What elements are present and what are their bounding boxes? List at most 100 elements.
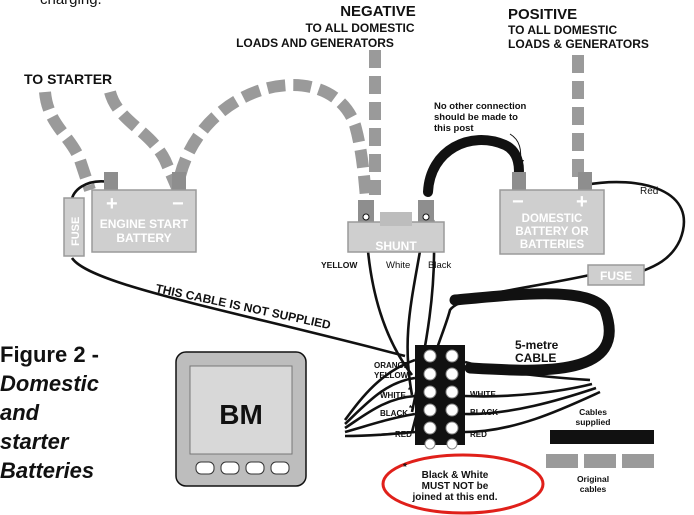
cable-length-line-1: 5-metre <box>515 338 559 352</box>
terminal-left-white: WHITE <box>380 391 406 400</box>
starter-cable-2 <box>104 90 184 193</box>
original-cables-label-1: Original <box>577 474 609 484</box>
shunt-black-label: Black <box>428 260 451 271</box>
original-cable-swatch-3 <box>622 454 654 468</box>
monitor-buttons <box>195 461 290 475</box>
shunt-left-post <box>358 200 374 222</box>
engine-battery-label-2: BATTERY <box>116 231 171 245</box>
warning-line-1: Black & White <box>422 470 489 481</box>
note-pointer-head <box>516 160 524 168</box>
domestic-fuse-label: FUSE <box>600 269 632 283</box>
engine-fuse-label: FUSE <box>70 217 82 246</box>
terminal-right-red: RED <box>470 430 487 439</box>
terminal-right-black: BLACK <box>470 408 498 417</box>
figure-line-3: and <box>0 400 40 425</box>
domestic-fuse-body <box>587 264 645 286</box>
figure-line-5: Batteries <box>0 458 94 483</box>
original-cables-label-2: cables <box>580 484 607 494</box>
domestic-battery: − + DOMESTIC BATTERY OR BATTERIES <box>499 172 605 255</box>
left-white-wire <box>344 394 416 430</box>
domestic-minus-sign: − <box>512 191 524 213</box>
domestic-battery-label-3: BATTERIES <box>520 239 585 251</box>
engine-battery-body <box>91 189 197 253</box>
domestic-fuse: FUSE <box>587 264 645 286</box>
left-orange-wire <box>343 358 416 421</box>
monitor-button-2 <box>220 461 240 475</box>
monitor-brand-label: BM <box>219 399 263 430</box>
negative-title: NEGATIVE <box>340 3 416 20</box>
battery-monitor: BM <box>175 351 307 487</box>
engine-minus-post <box>172 172 186 190</box>
monitor-button-3 <box>245 461 265 475</box>
engine-feed-wire <box>70 257 406 358</box>
left-red-wire <box>344 430 416 438</box>
figure-line-2: Domestic <box>0 371 99 396</box>
shunt-center-plate <box>380 212 412 226</box>
right-red-wire <box>464 390 601 434</box>
engine-plus-sign: + <box>106 193 118 215</box>
shunt-white-label: White <box>386 260 410 271</box>
monitor-button-1 <box>195 461 215 475</box>
domestic-plus-post <box>578 172 592 190</box>
engine-start-battery: + − ENGINE START BATTERY <box>91 172 197 253</box>
right-black-wire <box>464 386 597 416</box>
figure-line-4: starter <box>0 429 70 454</box>
negative-line-1: TO ALL DOMESTIC <box>305 21 414 35</box>
left-yellow-wire <box>344 376 416 425</box>
domestic-negative-link <box>423 135 524 197</box>
domestic-plus-sign: + <box>576 191 588 213</box>
engine-fuse-body <box>63 197 85 257</box>
shunt-right-post <box>418 200 434 222</box>
engine-to-shunt-arc <box>174 79 372 199</box>
shunt-left-bolt <box>362 213 370 221</box>
domestic-battery-label-2: BATTERY OR <box>515 226 589 238</box>
warning-line-2: MUST NOT be <box>422 481 489 492</box>
note-line-3: this post <box>434 123 474 134</box>
terminal-left-white-asterisk: * <box>408 386 412 395</box>
shunt-yellow-label: YELLOW <box>321 260 358 270</box>
shunt-label: SHUNT <box>375 239 417 253</box>
domestic-minus-post <box>512 172 526 190</box>
note-line-1: No other connection <box>434 101 527 112</box>
cable-not-supplied-label: THIS CABLE IS NOT SUPPLIED <box>154 281 332 332</box>
warning-callout: * Black & White MUST NOT be joined at th… <box>381 453 545 515</box>
terminal-right-white: WHITE <box>470 390 496 399</box>
engine-minus-sign: − <box>172 193 184 215</box>
positive-line-2: LOADS & GENERATORS <box>508 37 649 51</box>
original-cable-swatch-2 <box>584 454 616 468</box>
monitor-button-4 <box>270 461 290 475</box>
engine-plus-post <box>104 172 118 190</box>
cables-supplied-label-1: Cables <box>579 407 607 417</box>
top-fragment-text: charging. <box>40 0 102 8</box>
terminal-left-yellow: YELLOW <box>374 371 409 380</box>
terminal-left-black-asterisk: * <box>409 404 413 413</box>
shunt-right-bolt <box>422 213 430 221</box>
right-yellow-wire <box>464 360 591 382</box>
figure-line-1: Figure 2 - <box>0 342 99 367</box>
red-wire-label: Red <box>640 186 658 197</box>
note-line-2: should be made to <box>434 112 518 123</box>
engine-battery-label-1: ENGINE START <box>100 217 189 231</box>
terminal-screws <box>423 349 459 450</box>
figure-caption: Figure 2 - Domestic and starter Batterie… <box>0 342 99 483</box>
negative-line-2: LOADS AND GENERATORS <box>236 36 394 50</box>
starter-cable-1 <box>39 91 96 192</box>
positive-title: POSITIVE <box>508 6 577 23</box>
terminal-right-yellow: YELLOW <box>470 365 505 374</box>
terminal-left-red: RED <box>395 430 412 439</box>
warning-line-3: joined at this end. <box>411 492 497 503</box>
five-metre-cable <box>449 288 615 376</box>
positive-line-1: TO ALL DOMESTIC <box>508 23 617 37</box>
warning-ring <box>381 453 545 515</box>
monitor-screen <box>189 365 293 455</box>
right-white-wire <box>464 382 593 398</box>
cables-supplied-label-2: supplied <box>576 417 611 427</box>
cable-length-line-2: CABLE <box>515 351 556 365</box>
cable-legend: Cables supplied Original cables <box>546 407 654 494</box>
domestic-battery-body <box>499 189 605 255</box>
domestic-battery-label-1: DOMESTIC <box>522 213 583 225</box>
terminal-block <box>415 345 465 450</box>
original-cable-swatch-1 <box>546 454 578 468</box>
terminal-left-orange: ORANGE <box>374 361 410 370</box>
